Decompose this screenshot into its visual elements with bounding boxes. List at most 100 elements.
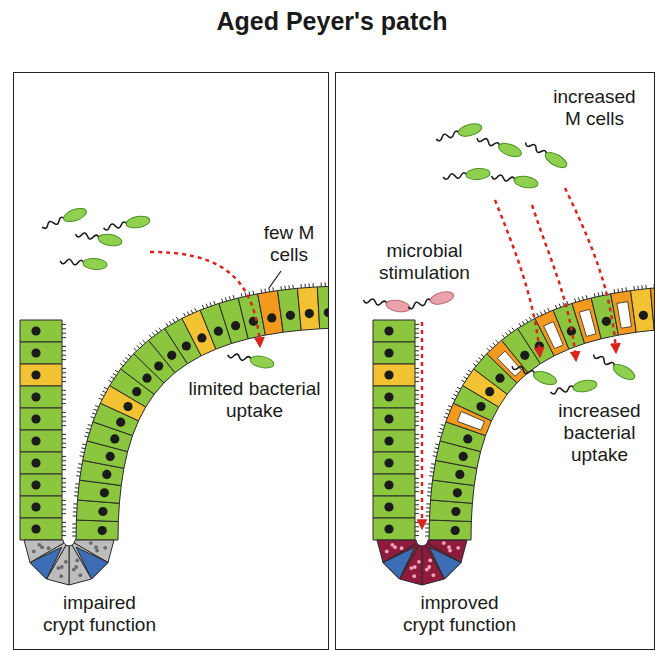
epithelial-cell [297, 287, 319, 330]
microvillus [62, 355, 66, 356]
microvillus [62, 324, 66, 325]
microvillus [415, 403, 419, 404]
bacterium [550, 378, 598, 397]
nucleus [384, 502, 393, 511]
microvillus [62, 469, 66, 470]
microvillus [62, 509, 66, 510]
panel-label: few M cells [254, 222, 324, 266]
microvillus [111, 377, 115, 379]
panel-label: limited bacterial uptake [187, 378, 323, 422]
nucleus [459, 452, 468, 461]
granule [47, 546, 51, 550]
granule [59, 574, 63, 578]
epithelial-cell [20, 518, 62, 540]
microvillus [225, 297, 226, 301]
nucleus [214, 327, 223, 336]
granule [412, 574, 416, 578]
microvillus [264, 289, 266, 293]
panel: few M cells limited bacterial uptake impai… [13, 72, 329, 650]
nucleus [384, 348, 393, 357]
microvillus [426, 515, 430, 516]
microvillus [427, 491, 431, 492]
microvillus [415, 504, 419, 505]
microvillus [617, 289, 619, 293]
microvillus [73, 507, 77, 508]
nucleus [384, 326, 393, 335]
microvillus [540, 312, 542, 316]
microvillus [433, 455, 437, 457]
microvillus [415, 456, 419, 457]
microvillus [284, 286, 286, 290]
nucleus [384, 480, 393, 489]
epithelial-cell [373, 386, 415, 408]
microvillus [62, 416, 66, 417]
bacterium [443, 167, 491, 182]
bacterium [523, 138, 569, 171]
microvillus [62, 333, 66, 334]
microvillus [108, 380, 111, 382]
microvillus [62, 482, 66, 483]
microvillus [415, 394, 419, 395]
uptake-arrow [532, 205, 576, 360]
paneth-cell [377, 540, 417, 563]
bacterial-body [466, 167, 491, 180]
microvillus [62, 337, 66, 338]
microvillus [415, 355, 419, 356]
bacterial-body [62, 206, 88, 225]
flagellum [436, 130, 460, 141]
panel-label: impaired crypt function [42, 592, 158, 636]
microvillus [502, 335, 505, 338]
microvillus [415, 460, 419, 461]
nucleus [31, 436, 40, 445]
microvillus [81, 451, 85, 453]
microvillus [455, 391, 459, 393]
microvillus [229, 296, 230, 300]
microvillus [537, 313, 539, 317]
microvillus [512, 328, 515, 331]
microvillus [309, 284, 310, 288]
microvillus [473, 364, 476, 366]
microvillus [633, 286, 635, 290]
nucleus [324, 308, 328, 317]
nucleus [384, 458, 393, 467]
nucleus [463, 434, 472, 443]
microvillus [625, 287, 627, 291]
microvillus [128, 354, 131, 357]
epithelial-cell [373, 496, 415, 518]
flagellum [103, 221, 128, 230]
panel-label: improved crypt function [402, 592, 518, 636]
microvillus [261, 289, 263, 293]
microvillus [426, 511, 430, 512]
microvillus [437, 436, 441, 437]
granule [400, 546, 404, 550]
microvillus [487, 348, 490, 351]
microvillus [249, 292, 251, 296]
microvillus [62, 346, 66, 347]
microvillus [99, 398, 103, 400]
microvillus [415, 500, 419, 501]
microvillus [431, 463, 435, 465]
granule [448, 549, 452, 553]
nucleus [116, 418, 125, 427]
nucleus [231, 321, 240, 330]
microvillus [62, 478, 66, 479]
nucleus [106, 452, 115, 461]
bacterial-body [429, 290, 455, 307]
granule [385, 550, 389, 554]
paneth-cell [69, 545, 92, 585]
microvillus [268, 288, 270, 292]
granule [74, 565, 78, 569]
microvillus [187, 312, 189, 316]
nucleus [520, 351, 529, 360]
nucleus [485, 387, 494, 396]
microvillus [173, 319, 175, 322]
microvillus [509, 330, 512, 333]
microvillus [62, 438, 66, 439]
nucleus [602, 317, 611, 326]
bacterial-body [611, 361, 637, 383]
microvillus [415, 522, 419, 523]
microvillus [202, 305, 204, 309]
microvillus [476, 360, 479, 362]
epithelium [373, 282, 654, 585]
microvillus [252, 291, 254, 295]
